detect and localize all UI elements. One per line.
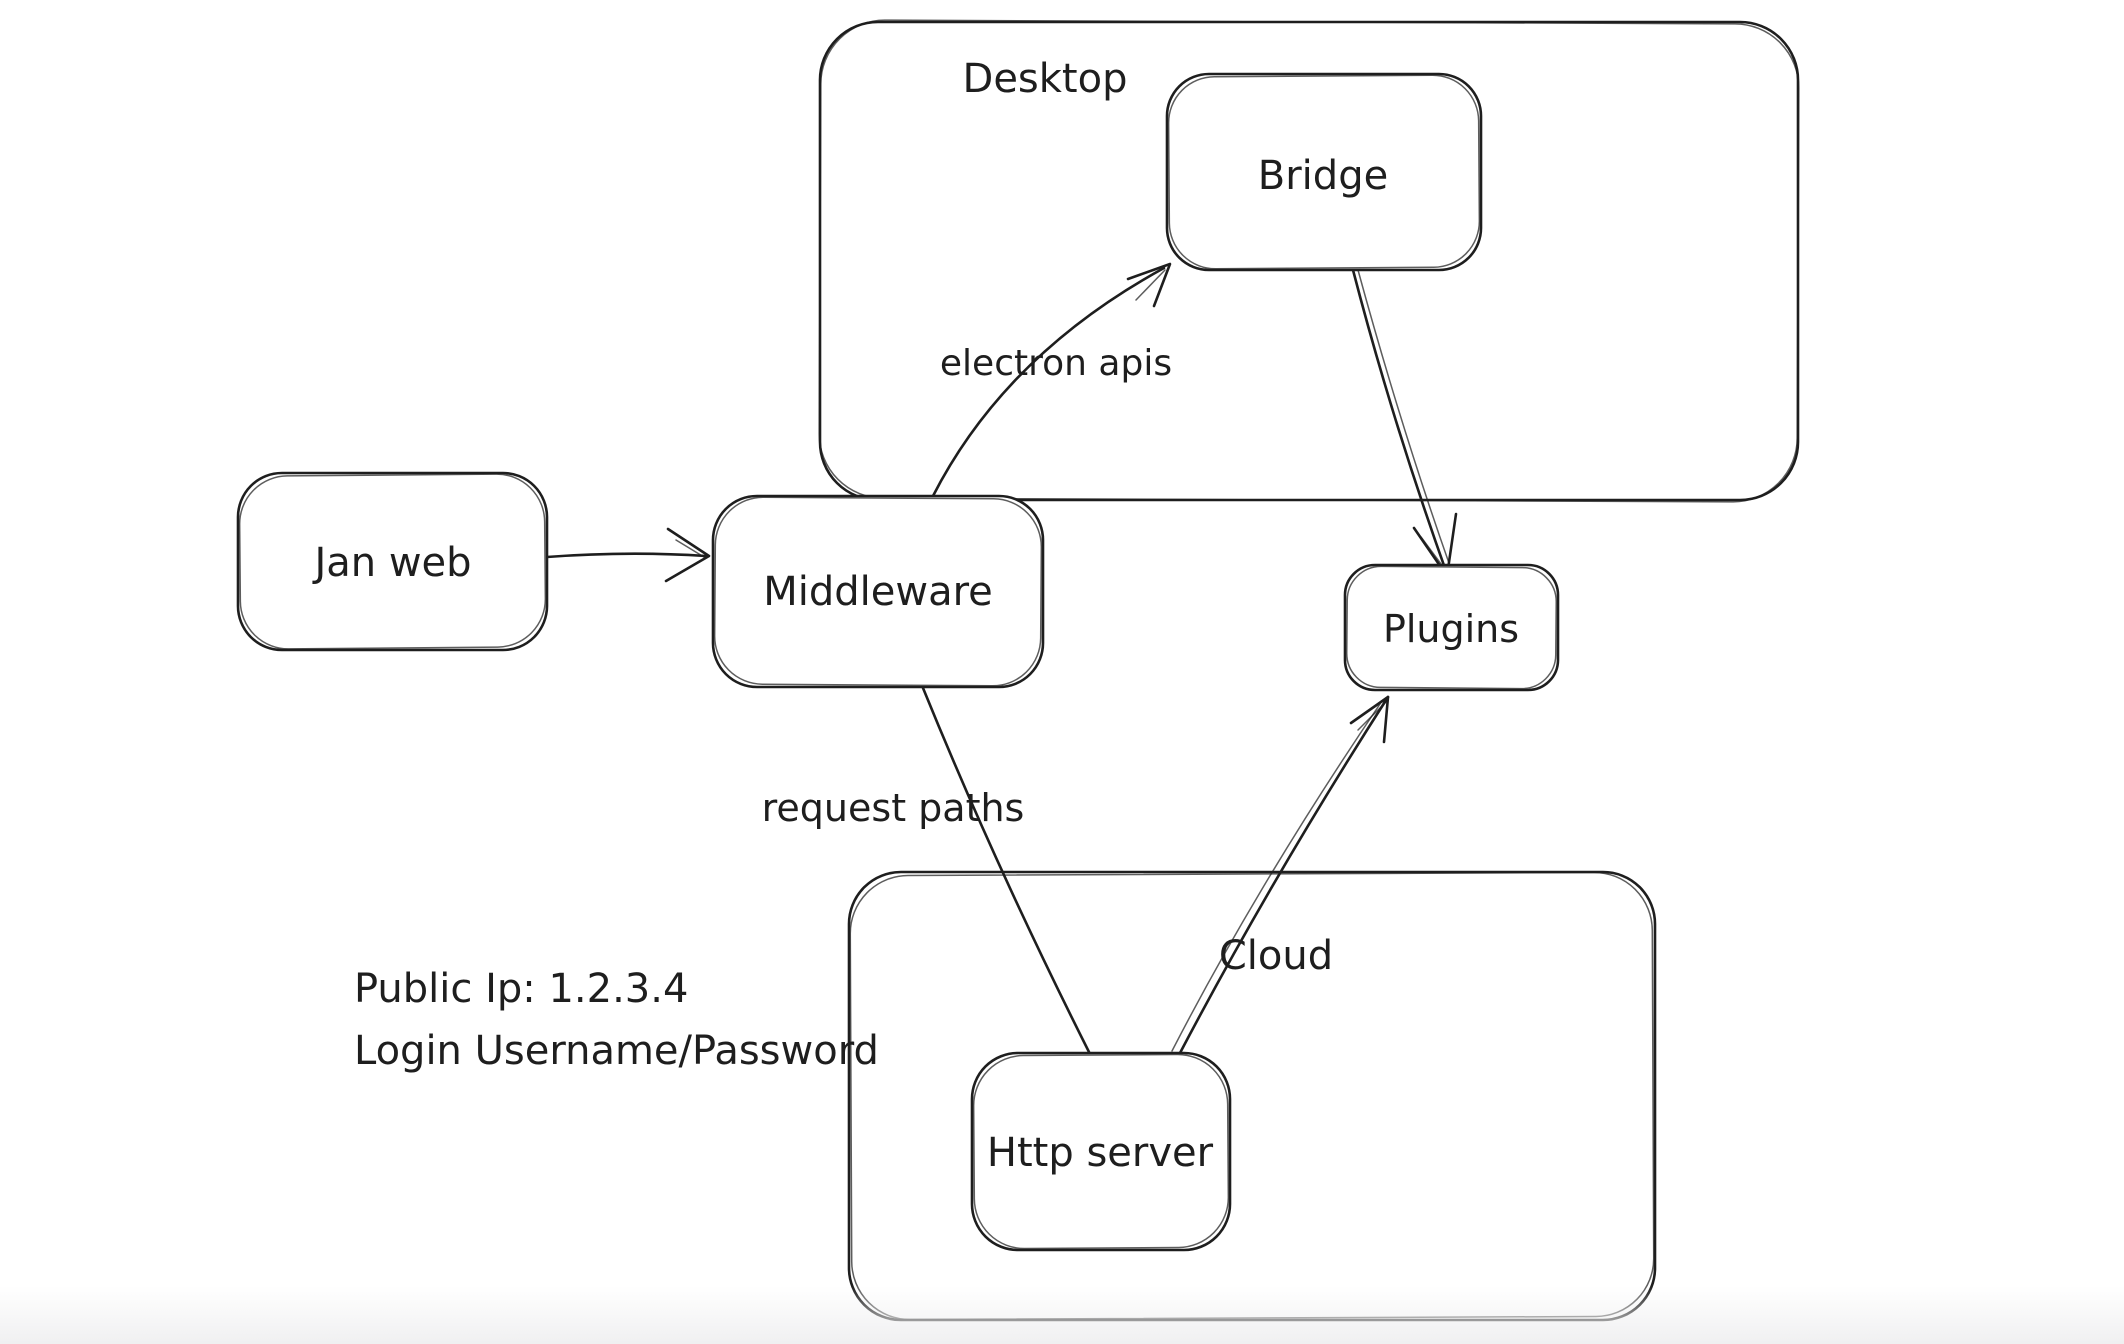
http-server-box-stroke [970,1051,1232,1252]
jan-web-box[interactable] [236,471,549,652]
arrowhead-sketch [1357,701,1387,731]
jan-web-box-sketch-stroke [238,473,547,650]
edge-line [545,552,708,559]
edge-line [931,266,1166,498]
edge-sketch-line [1357,269,1451,567]
arrowhead-sketch [675,539,705,558]
arrowhead-right-icon [664,527,711,583]
arrowhead-sketch [1420,536,1445,569]
plugins-box-sketch-stroke [1346,565,1557,690]
plugins-box-stroke [1343,563,1560,692]
bridge-box[interactable] [1165,72,1483,272]
edge-line [921,686,1091,1054]
arrowhead-up-right-icon [1349,695,1390,744]
edge-line [1178,695,1390,1055]
cloud-label: Cloud [1219,933,1333,979]
middleware-box-sketch-stroke [713,496,1043,687]
bridge-label: Bridge [1258,153,1388,199]
arrow-jan-web-to-middleware[interactable] [545,527,711,583]
arrowhead-up-right-icon [1126,262,1172,308]
note-login: Login Username/Password [354,1028,879,1074]
line-middleware-to-http-server[interactable] [921,686,1091,1054]
bridge-box-stroke [1165,72,1483,272]
electron-apis-edge-label: electron apis [940,343,1172,384]
request-paths-edge-label: request paths [762,786,1025,830]
http-server-box-sketch-stroke [972,1053,1230,1250]
edge-line [1351,268,1449,576]
middleware-box[interactable] [711,494,1045,689]
http-server-box[interactable] [970,1051,1232,1252]
middleware-box-stroke [711,494,1045,689]
http-server-label: Http server [987,1130,1214,1176]
arrow-middleware-to-bridge[interactable] [931,262,1172,498]
arrowhead-sketch [1135,269,1166,301]
arrow-bridge-to-plugins[interactable] [1351,268,1458,578]
desktop-label: Desktop [963,56,1128,102]
arrow-http-server-to-plugins[interactable] [1171,695,1390,1055]
note-public-ip: Public Ip: 1.2.3.4 [354,966,688,1012]
plugins-box[interactable] [1343,563,1560,692]
bridge-box-sketch-stroke [1167,74,1481,270]
jan-web-box-stroke [236,471,549,652]
plugins-label: Plugins [1383,607,1519,651]
jan-web-label: Jan web [311,540,471,586]
desktop-container[interactable] [818,19,1800,503]
middleware-label: Middleware [763,569,993,615]
edge-sketch-line [1171,703,1381,1052]
desktop-container-sketch-stroke [818,19,1800,503]
